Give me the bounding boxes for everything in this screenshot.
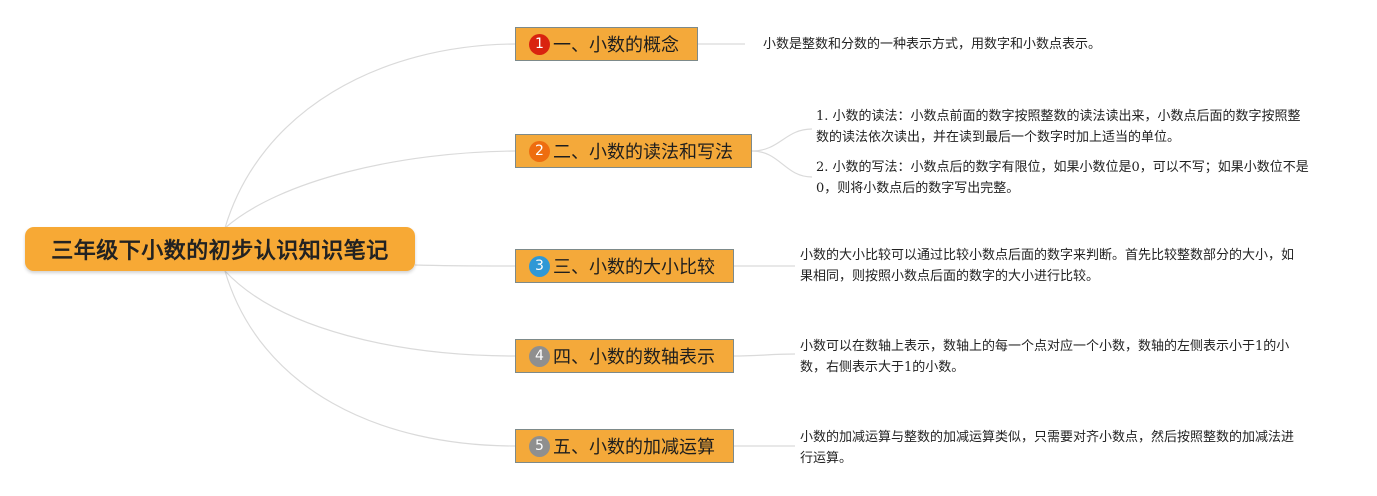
branch-4-label: 四、小数的数轴表示 bbox=[553, 347, 715, 368]
branch-1-label: 一、小数的概念 bbox=[553, 35, 679, 56]
note-text: 小数是整数和分数的一种表示方式，用数字和小数点表示。 bbox=[763, 37, 1102, 52]
branch-3-label: 三、小数的大小比较 bbox=[553, 257, 715, 278]
link-root-branch-4 bbox=[224, 270, 516, 357]
link-branch-2-note-b bbox=[751, 150, 813, 178]
note-text: 小数可以在数轴上表示，数轴上的每一个点对应一个小数，数轴的左侧表示小于1的小数，… bbox=[800, 339, 1290, 375]
note-branch-1[interactable]: 小数是整数和分数的一种表示方式，用数字和小数点表示。 bbox=[763, 34, 1183, 55]
branch-2-reading-writing[interactable]: 2 二、小数的读法和写法 bbox=[515, 134, 752, 168]
link-root-branch-1 bbox=[224, 43, 516, 229]
link-branch-4-note bbox=[732, 353, 796, 357]
note-branch-3[interactable]: 小数的大小比较可以通过比较小数点后面的数字来判断。首先比较整数部分的大小，如果相… bbox=[800, 245, 1295, 287]
number-2-icon: 2 bbox=[529, 140, 550, 162]
branch-5-label: 五、小数的加减运算 bbox=[553, 437, 715, 458]
number-3-icon: 3 bbox=[529, 255, 550, 277]
note-branch-5[interactable]: 小数的加减运算与整数的加减运算类似，只需要对齐小数点，然后按照整数的加减法进行运… bbox=[800, 427, 1295, 469]
number-1-icon: 1 bbox=[529, 33, 550, 55]
link-root-branch-2 bbox=[224, 150, 516, 229]
link-root-branch-3 bbox=[414, 264, 516, 267]
branch-5-add-subtract[interactable]: 5 五、小数的加减运算 bbox=[515, 429, 734, 463]
branch-4-number-line[interactable]: 4 四、小数的数轴表示 bbox=[515, 339, 734, 373]
branch-3-comparison[interactable]: 3 三、小数的大小比较 bbox=[515, 249, 734, 283]
note-text: 小数的加减运算与整数的加减运算类似，只需要对齐小数点，然后按照整数的加减法进行运… bbox=[800, 430, 1295, 466]
note-text: 小数的大小比较可以通过比较小数点后面的数字来判断。首先比较整数部分的大小，如果相… bbox=[800, 248, 1295, 284]
note-branch-4[interactable]: 小数可以在数轴上表示，数轴上的每一个点对应一个小数，数轴的左侧表示小于1的小数，… bbox=[800, 336, 1300, 378]
link-branch-2-note-a bbox=[751, 128, 813, 152]
note-text: 1. 小数的读法：小数点前面的数字按照整数的读法读出来，小数点后面的数字按照整数… bbox=[816, 109, 1301, 145]
number-5-icon: 5 bbox=[529, 435, 550, 457]
note-branch-2-writing[interactable]: 2. 小数的写法：小数点后的数字有限位，如果小数位是0，可以不写；如果小数位不是… bbox=[816, 157, 1316, 199]
branch-2-label: 二、小数的读法和写法 bbox=[553, 142, 733, 163]
branch-1-concept[interactable]: 1 一、小数的概念 bbox=[515, 27, 698, 61]
link-root-branch-5 bbox=[224, 270, 516, 447]
root-topic-label: 三年级下小数的初步认识知识笔记 bbox=[51, 239, 389, 264]
note-text: 2. 小数的写法：小数点后的数字有限位，如果小数位是0，可以不写；如果小数位不是… bbox=[816, 160, 1309, 196]
number-4-icon: 4 bbox=[529, 345, 550, 367]
note-branch-2-reading[interactable]: 1. 小数的读法：小数点前面的数字按照整数的读法读出来，小数点后面的数字按照整数… bbox=[816, 106, 1312, 148]
root-topic[interactable]: 三年级下小数的初步认识知识笔记 bbox=[25, 227, 415, 271]
